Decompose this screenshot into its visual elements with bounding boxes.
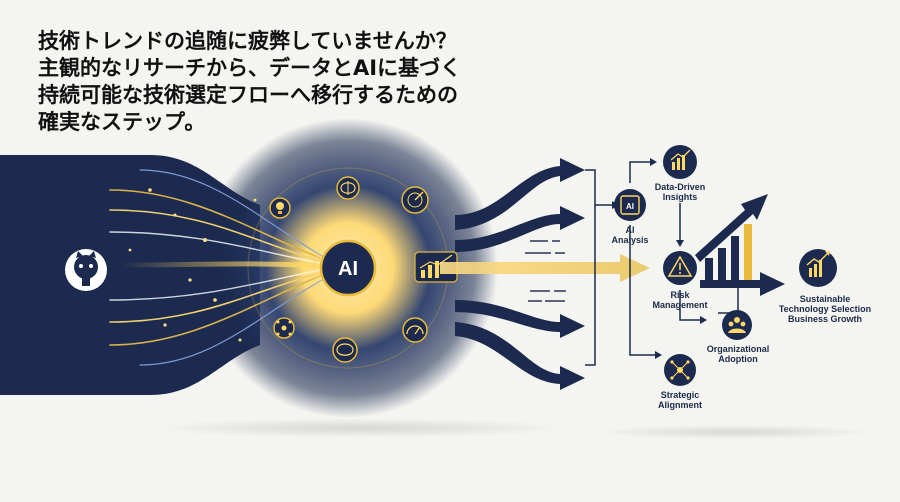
- brain-circuit-icon: [336, 176, 360, 200]
- page-headline: 技術トレンドの追随に疲弊していませんか？ 主観的なリサーチから、データとAIに基…: [38, 28, 498, 136]
- headline-line-4: 確実なステップ。: [38, 110, 206, 134]
- warning-icon: [663, 251, 697, 285]
- label-data-driven: Data-Driven Insights: [640, 182, 720, 202]
- label-sustainable: Sustainable Technology Selection Busines…: [770, 294, 880, 324]
- output-arrows: [455, 158, 585, 390]
- gauge-icon: [402, 317, 428, 343]
- sparkle-dots: [128, 188, 257, 342]
- bar-chart-icon: [663, 145, 697, 179]
- label-line: Alignment: [658, 400, 702, 410]
- brain-icon: [332, 337, 358, 363]
- label-line: AI: [625, 225, 635, 235]
- ground-shadow: [595, 425, 875, 439]
- growth-arrow: [695, 194, 785, 296]
- growth-chart-icon: [799, 249, 837, 287]
- hub-label: AI: [338, 258, 358, 280]
- label-line: Management: [652, 300, 708, 310]
- growth-bars: [705, 224, 752, 280]
- source-band: [0, 155, 260, 395]
- label-ai-analysis: AI Analysis: [600, 225, 660, 245]
- people-icon: [722, 310, 752, 340]
- ai-chip-text: AI: [626, 202, 634, 211]
- label-org: Organizational Adoption: [692, 344, 784, 364]
- label-line: Sustainable: [799, 294, 851, 304]
- ai-chip-icon: AI: [614, 189, 646, 221]
- headline-line-1: 技術トレンドの追随に疲弊していませんか？: [38, 29, 457, 53]
- lightbulb-icon: [269, 197, 291, 219]
- label-strategic: Strategic Alignment: [640, 390, 720, 410]
- main-beam: [440, 254, 650, 282]
- label-line: Insights: [662, 192, 698, 202]
- label-line: Analysis: [611, 235, 649, 245]
- radar-icon: [401, 186, 429, 214]
- ai-hub: AI: [302, 222, 394, 314]
- network-icon: [664, 354, 696, 386]
- data-streaks: [525, 240, 566, 302]
- label-risk: Risk Management: [640, 290, 720, 310]
- label-line: Adoption: [718, 354, 758, 364]
- label-line: Organizational: [706, 344, 770, 354]
- label-line: Strategic: [660, 390, 700, 400]
- label-line: Technology Selection: [778, 304, 872, 314]
- network-icon: [273, 317, 295, 339]
- label-line: Data-Driven: [654, 182, 706, 192]
- headline-line-3: 持続可能な技術選定フローへ移行するための: [38, 83, 458, 107]
- bar-chart-icon: [414, 251, 458, 283]
- label-line: Business Growth: [787, 314, 862, 324]
- label-line: Risk: [670, 290, 690, 300]
- input-beams: [109, 169, 323, 366]
- headline-line-2: 主観的なリサーチから、データとAIに基づく: [38, 56, 462, 80]
- github-octocat-icon: [65, 249, 107, 291]
- ground-shadow: [150, 418, 570, 438]
- flow-connectors: [585, 161, 739, 366]
